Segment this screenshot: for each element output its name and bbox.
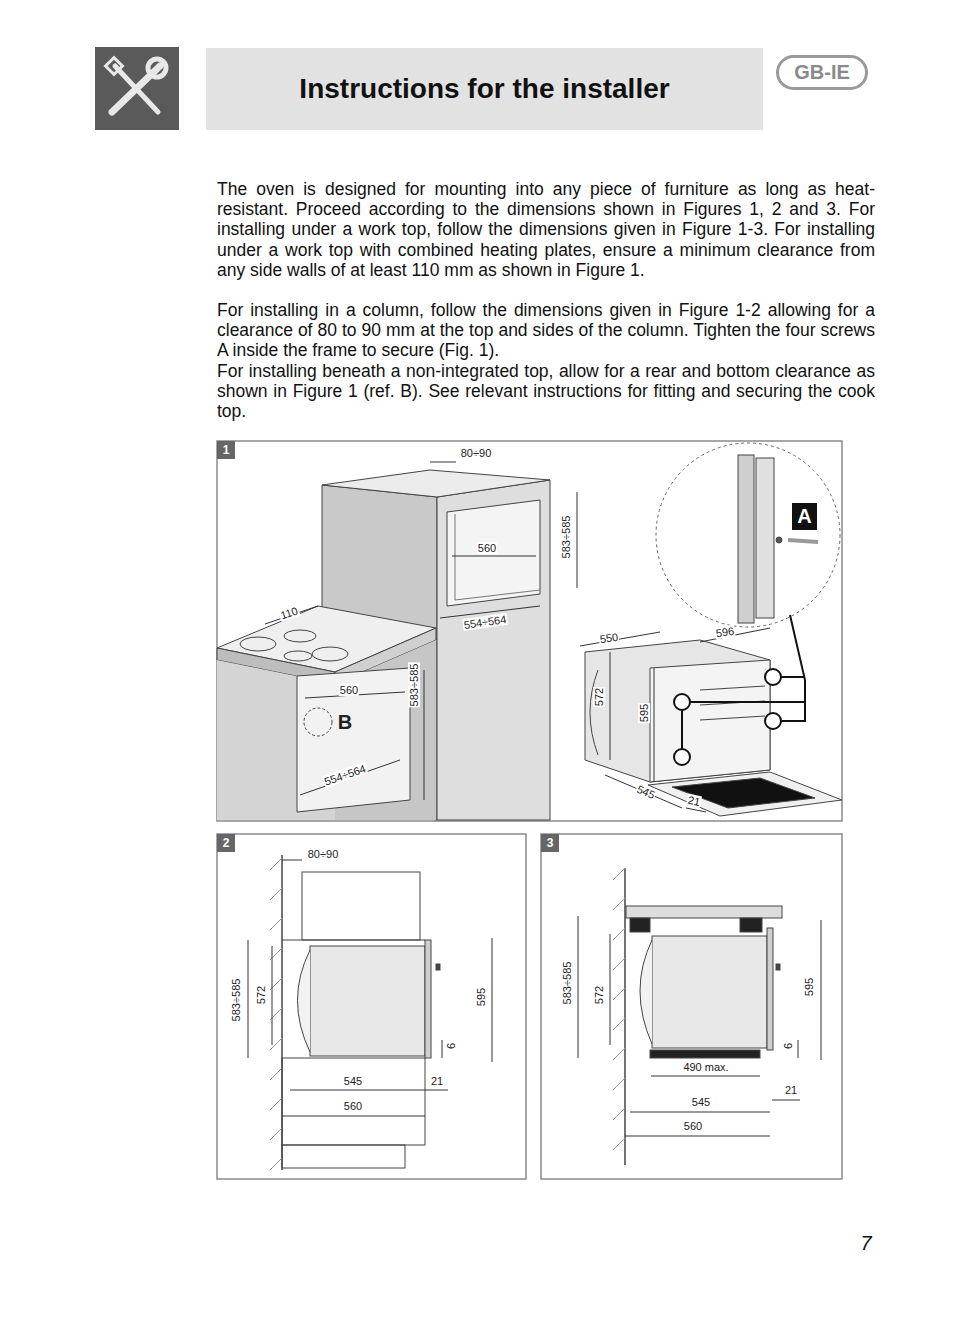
figure-3-drawing — [578, 868, 821, 1165]
dimension-label: 595 — [803, 977, 815, 997]
figure-number: 2 — [217, 834, 235, 852]
region-badge: GB-IE — [776, 55, 868, 90]
dimension-label: 545 — [691, 1096, 711, 1108]
ref-letter: B — [337, 711, 353, 733]
header — [95, 47, 763, 130]
callout-letter: A — [792, 503, 817, 530]
dimension-label: 80÷90 — [460, 447, 493, 459]
dimension-label: 550 — [598, 631, 620, 646]
body-paragraph: The oven is designed for mounting into a… — [217, 179, 875, 280]
body-paragraph: For installing in a column, follow the d… — [217, 300, 875, 361]
dimension-label: 21 — [430, 1075, 444, 1087]
figure-number: 1 — [217, 441, 235, 459]
dimension-label: 545 — [343, 1075, 363, 1087]
node-text: A — [797, 505, 811, 528]
dimension-label: 572 — [255, 985, 267, 1005]
dimension-label: 490 max. — [682, 1061, 729, 1073]
dimension-label: 595 — [475, 987, 487, 1007]
figure-1-drawing — [217, 443, 842, 820]
dimension-label: 595 — [638, 703, 650, 723]
page-title: Instructions for the installer — [206, 48, 763, 130]
dimension-label: 583÷585 — [560, 515, 572, 560]
figure-frames — [217, 441, 842, 1179]
dimension-label: 560 — [683, 1120, 703, 1132]
figure-number: 3 — [541, 834, 559, 852]
node-text: 2 — [223, 836, 230, 850]
node-text: GB-IE — [794, 61, 850, 84]
dimension-label: 583÷585 — [408, 663, 420, 708]
dimension-label: 560 — [477, 542, 497, 554]
dimension-label: 572 — [593, 687, 605, 707]
dimension-label: 596 — [714, 625, 736, 640]
figure-2-drawing — [248, 855, 492, 1170]
dimension-label: 6 — [782, 1042, 794, 1050]
dimension-label: 583÷585 — [561, 961, 573, 1006]
dimension-label: 560 — [339, 684, 359, 696]
node-text: 3 — [547, 836, 554, 850]
dimension-label: 583÷585 — [230, 978, 242, 1023]
body-paragraph: For installing beneath a non-integrated … — [217, 361, 875, 422]
dimension-label: 6 — [445, 1042, 457, 1050]
dimension-label: 21 — [686, 794, 702, 809]
dimension-label: 560 — [343, 1100, 363, 1112]
page-number: 7 — [859, 1232, 872, 1254]
dimension-label: 572 — [593, 985, 605, 1005]
dimension-label: 80÷90 — [307, 848, 340, 860]
dimension-label: 21 — [784, 1084, 798, 1096]
node-text: 1 — [223, 443, 230, 457]
